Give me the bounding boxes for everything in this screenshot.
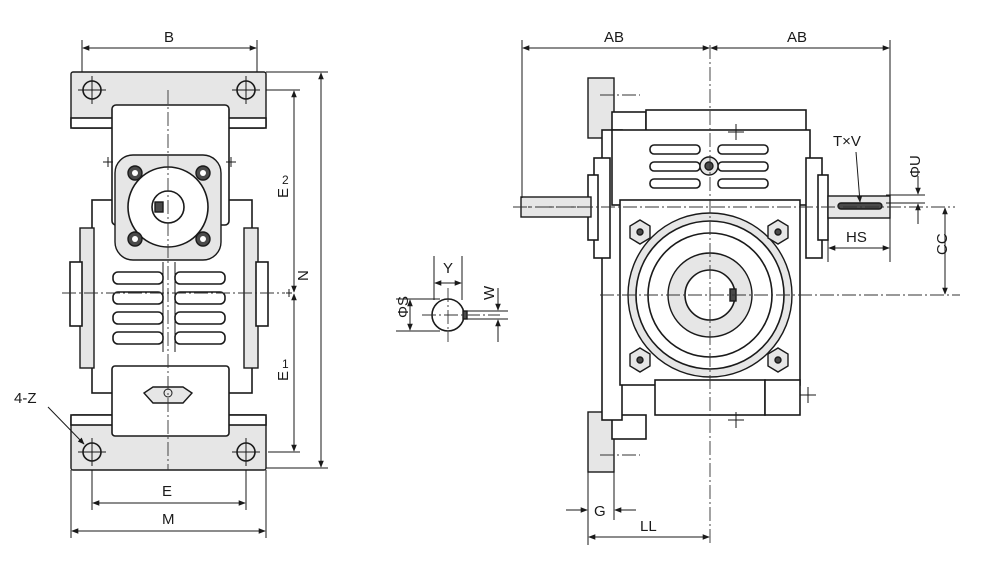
label-E1: E: [275, 371, 292, 381]
label-U: ΦU: [907, 155, 924, 178]
label-M: M: [162, 511, 175, 528]
label-N: N: [295, 270, 312, 281]
housing-bolts: [629, 219, 789, 373]
foot-bolt-holes: [78, 76, 260, 466]
label-W: W: [481, 285, 498, 300]
flange-bolts: [127, 165, 211, 247]
label-G: G: [594, 503, 606, 520]
label-TxV: T×V: [833, 133, 861, 150]
label-E: E: [162, 483, 172, 500]
label-Y: Y: [443, 260, 453, 277]
label-AB-right: AB: [787, 29, 807, 46]
side-view: AB AB T×V ΦU HS CC G LL: [513, 29, 960, 545]
label-AB-left: AB: [604, 29, 624, 46]
label-CC: CC: [934, 233, 951, 255]
side-fins: [649, 144, 769, 189]
label-E1-sub: 1: [282, 357, 289, 371]
shaft-key-detail: Y W ΦS: [395, 256, 508, 342]
label-S: ΦS: [395, 296, 412, 318]
front-view: B N E 2 E 1 4-Z E M: [14, 29, 328, 538]
cooling-fins: [112, 262, 226, 352]
label-E2-sub: 2: [282, 173, 289, 187]
label-HS: HS: [846, 229, 867, 246]
label-LL: LL: [640, 518, 657, 535]
label-4-Z: 4-Z: [14, 390, 37, 407]
label-E2: E: [275, 188, 292, 198]
label-B: B: [164, 29, 174, 46]
